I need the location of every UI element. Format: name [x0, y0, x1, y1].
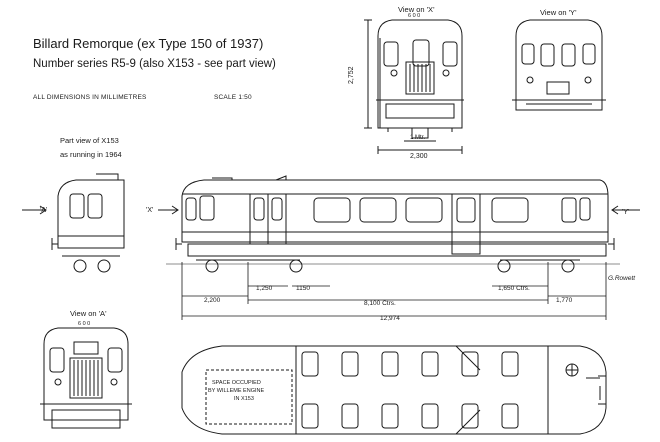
- view-y-rear-elevation: [512, 19, 606, 111]
- drawing-subtitle: Number series R5-9 (also X153 - see part…: [33, 58, 276, 70]
- dim-1770: 1,770: [556, 297, 573, 304]
- lamp-code-view-x: 6 0 0: [408, 13, 420, 19]
- dim-gauge: 1 Mtr.: [410, 135, 425, 141]
- part-view-caption-line2: as running in 1964: [60, 150, 122, 159]
- dimensions-note: ALL DIMENSIONS IN MILLIMETRES: [33, 94, 147, 101]
- plan-note-line2: BY WILLEME ENGINE: [208, 388, 264, 394]
- dim-width: 2,300: [410, 153, 428, 160]
- plan-view: [181, 345, 607, 435]
- dim-overall-length: 12,974: [380, 315, 400, 322]
- scale-note: SCALE 1:50: [214, 94, 252, 101]
- main-side-elevation: [22, 175, 640, 273]
- dim-height: 2,752: [348, 66, 355, 84]
- lamp-code-view-a: 6 0 0: [78, 321, 90, 327]
- view-y-label: View on 'Y': [540, 8, 577, 17]
- dim-1250: 1,250: [256, 285, 273, 292]
- diagram-labels: 'A' 'X' 'Y' 2,752 1 Mtr. 2,300 1,250 115…: [40, 13, 636, 402]
- view-x-label: View on 'X': [398, 5, 435, 14]
- part-view-x153-elevation: [51, 173, 125, 273]
- marker-x-main: 'X': [146, 207, 153, 214]
- draughtsman-signature: G.Rowett: [608, 275, 636, 282]
- dim-2200: 2,200: [204, 297, 221, 304]
- drawing-title: Billard Remorque (ex Type 150 of 1937): [33, 36, 264, 51]
- plan-note-line1: SPACE OCCUPIED: [212, 380, 261, 386]
- dim-bogie-centres: 1,650 Ctrs.: [498, 285, 530, 292]
- view-a-end-elevation: [40, 327, 132, 429]
- marker-y-main: 'Y': [622, 209, 629, 216]
- view-x-front-elevation: [364, 19, 464, 154]
- view-a-label: View on 'A': [70, 309, 107, 318]
- part-view-caption-line1: Part view of X153: [60, 136, 119, 145]
- dim-1150: 1150: [296, 285, 310, 292]
- elevation-dimension-lines: [181, 262, 607, 320]
- dim-centres: 8,100 Ctrs.: [364, 300, 396, 307]
- plan-note-line3: IN X153: [234, 396, 254, 402]
- marker-a-left: 'A': [40, 207, 47, 214]
